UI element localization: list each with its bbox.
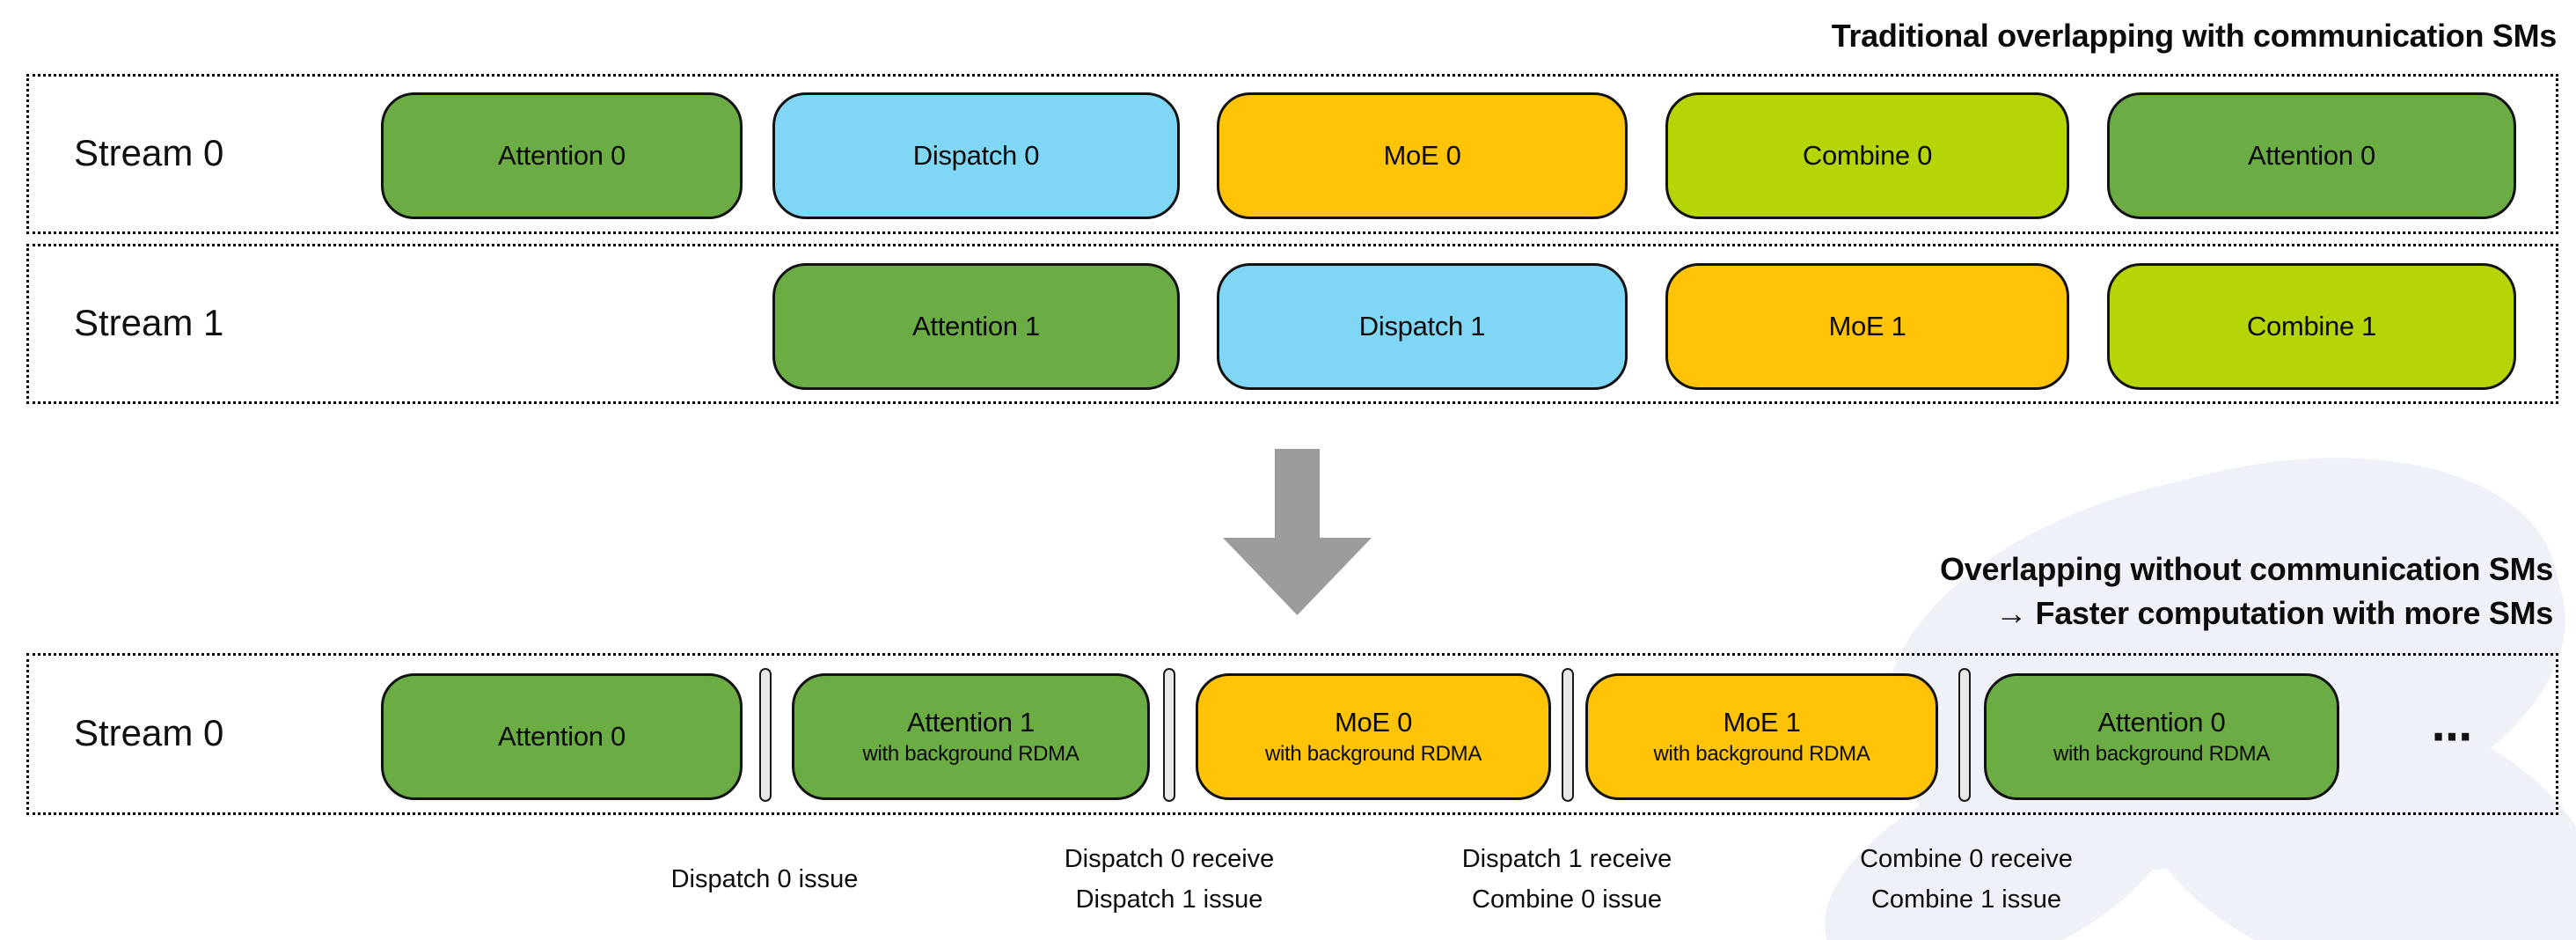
sync-separator-3 (1562, 668, 1574, 802)
block-attention-0-next: Attention 0 (2107, 92, 2516, 219)
block-label: Dispatch 0 (912, 140, 1040, 171)
annotation-line: Combine 0 receive (1860, 845, 2073, 873)
block-label: Attention 1 (907, 707, 1035, 738)
block-dispatch-0: Dispatch 0 (772, 92, 1180, 219)
annotation-line: Dispatch 1 issue (1075, 885, 1263, 914)
block-dispatch-1: Dispatch 1 (1217, 263, 1628, 390)
annotation-dispatch-1-receive: Dispatch 1 receive Combine 0 issue (1462, 838, 1672, 921)
overlapped-title: Overlapping without communication SMs → … (1940, 547, 2553, 635)
block-label: Combine 1 (2246, 311, 2377, 341)
sync-separator-2 (1163, 668, 1175, 802)
block-moe-1-rdma: MoE 1 with background RDMA (1585, 673, 1938, 800)
overlapped-title-line2: → Faster computation with more SMs (1995, 595, 2553, 631)
block-attention-0: Attention 0 (381, 92, 743, 219)
block-label: Dispatch 1 (1358, 311, 1486, 341)
sync-separator-4 (1958, 668, 1971, 802)
annotation-line: Dispatch 0 receive (1064, 845, 1275, 873)
block-label: Combine 0 (1802, 140, 1933, 171)
annotation-line: Dispatch 1 receive (1461, 845, 1672, 873)
stream-row-traditional-0: Stream 0 Attention 0 Dispatch 0 MoE 0 Co… (26, 74, 2558, 234)
block-moe-0: MoE 0 (1217, 92, 1628, 219)
block-label: Attention 0 (498, 140, 626, 171)
annotation-dispatch-0-issue: Dispatch 0 issue (671, 838, 859, 921)
annotation-dispatch-0-receive: Dispatch 0 receive Dispatch 1 issue (1065, 838, 1275, 921)
stream-label: Stream 0 (74, 132, 224, 174)
block-sublabel: with background RDMA (1264, 742, 1482, 766)
block-sublabel: with background RDMA (1653, 742, 1870, 766)
block-sublabel: with background RDMA (862, 742, 1079, 766)
annotation-line: Dispatch 0 issue (670, 865, 859, 893)
annotation-line: Combine 0 issue (1472, 885, 1662, 914)
block-attention-0-rdma: Attention 0 with background RDMA (1984, 673, 2339, 800)
stream-label: Stream 0 (74, 712, 224, 754)
block-label: MoE 0 (1334, 707, 1413, 738)
traditional-title: Traditional overlapping with communicati… (1831, 18, 2558, 54)
block-moe-1: MoE 1 (1665, 263, 2069, 390)
sync-separator-1 (759, 668, 772, 802)
stream-row-overlapped-0: Stream 0 Attention 0 Attention 1 with ba… (26, 653, 2558, 815)
down-arrow-icon (1223, 449, 1372, 615)
block-label: MoE 0 (1383, 140, 1461, 171)
block-label: Attention 0 (2248, 140, 2375, 171)
stream-label: Stream 1 (74, 302, 224, 344)
block-combine-1: Combine 1 (2107, 263, 2516, 390)
block-label: MoE 1 (1828, 311, 1906, 341)
overlapped-title-line1: Overlapping without communication SMs (1940, 551, 2553, 587)
block-attention-1: Attention 1 (772, 263, 1180, 390)
annotation-combine-0-receive: Combine 0 receive Combine 1 issue (1860, 838, 2073, 921)
block-label: Attention 1 (912, 311, 1040, 341)
block-label: Attention 0 (2097, 707, 2226, 738)
continuation-ellipsis: ⋯ (2432, 714, 2474, 760)
block-attention-1-rdma: Attention 1 with background RDMA (792, 673, 1150, 800)
block-label: Attention 0 (498, 721, 626, 752)
block-label: MoE 1 (1723, 707, 1801, 738)
block-attention-0: Attention 0 (381, 673, 743, 800)
block-combine-0: Combine 0 (1665, 92, 2069, 219)
block-moe-0-rdma: MoE 0 with background RDMA (1196, 673, 1551, 800)
block-sublabel: with background RDMA (2053, 742, 2271, 766)
annotation-line: Combine 1 issue (1870, 885, 2061, 914)
stream-row-traditional-1: Stream 1 Attention 1 Dispatch 1 MoE 1 Co… (26, 244, 2558, 404)
